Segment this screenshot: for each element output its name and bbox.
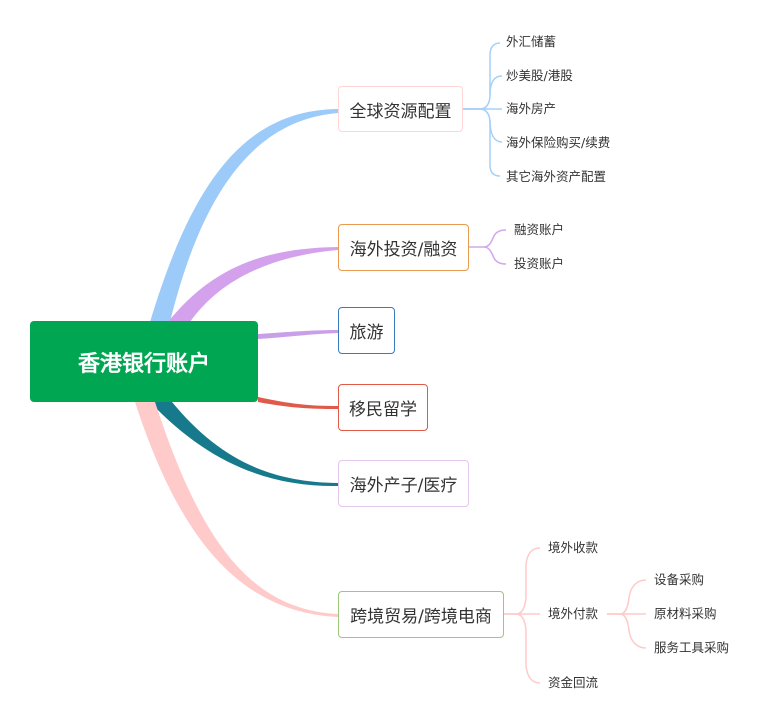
node-migrate[interactable]: 移民留学 [338, 384, 428, 431]
leaf-property[interactable]: 海外房产 [506, 101, 557, 116]
leaf-equipment-purchase[interactable]: 设备采购 [654, 572, 705, 587]
node-global[interactable]: 全球资源配置 [338, 86, 463, 132]
branch-line-global [150, 109, 338, 322]
leaf-insurance[interactable]: 海外保险购买/续费 [506, 135, 611, 150]
branch-line-travel [258, 330, 338, 339]
leaf-fx-savings[interactable]: 外汇储蓄 [506, 34, 557, 49]
branch-line-birth [150, 402, 338, 487]
root-node[interactable]: 香港银行账户 [30, 321, 258, 402]
leaf-investment-account[interactable]: 投资账户 [514, 256, 565, 271]
leaf-fund-return[interactable]: 资金回流 [548, 675, 599, 690]
branch-line-migrate [258, 397, 338, 409]
leaf-stocks[interactable]: 炒美股/港股 [506, 68, 573, 83]
node-travel[interactable]: 旅游 [338, 307, 395, 354]
leaf-material-purchase[interactable]: 原材料采购 [654, 606, 717, 621]
branch-line-trade [135, 402, 338, 617]
node-invest[interactable]: 海外投资/融资 [338, 224, 469, 271]
leaf-make-payment[interactable]: 境外付款 [548, 606, 599, 621]
leaf-receive-payment[interactable]: 境外收款 [548, 540, 599, 555]
leaf-other-assets[interactable]: 其它海外资产配置 [506, 169, 607, 184]
node-trade[interactable]: 跨境贸易/跨境电商 [338, 591, 504, 638]
node-birth[interactable]: 海外产子/医疗 [338, 460, 469, 507]
leaf-tools-purchase[interactable]: 服务工具采购 [654, 640, 730, 655]
branch-line-invest [168, 247, 338, 322]
leaf-financing-account[interactable]: 融资账户 [514, 222, 565, 237]
